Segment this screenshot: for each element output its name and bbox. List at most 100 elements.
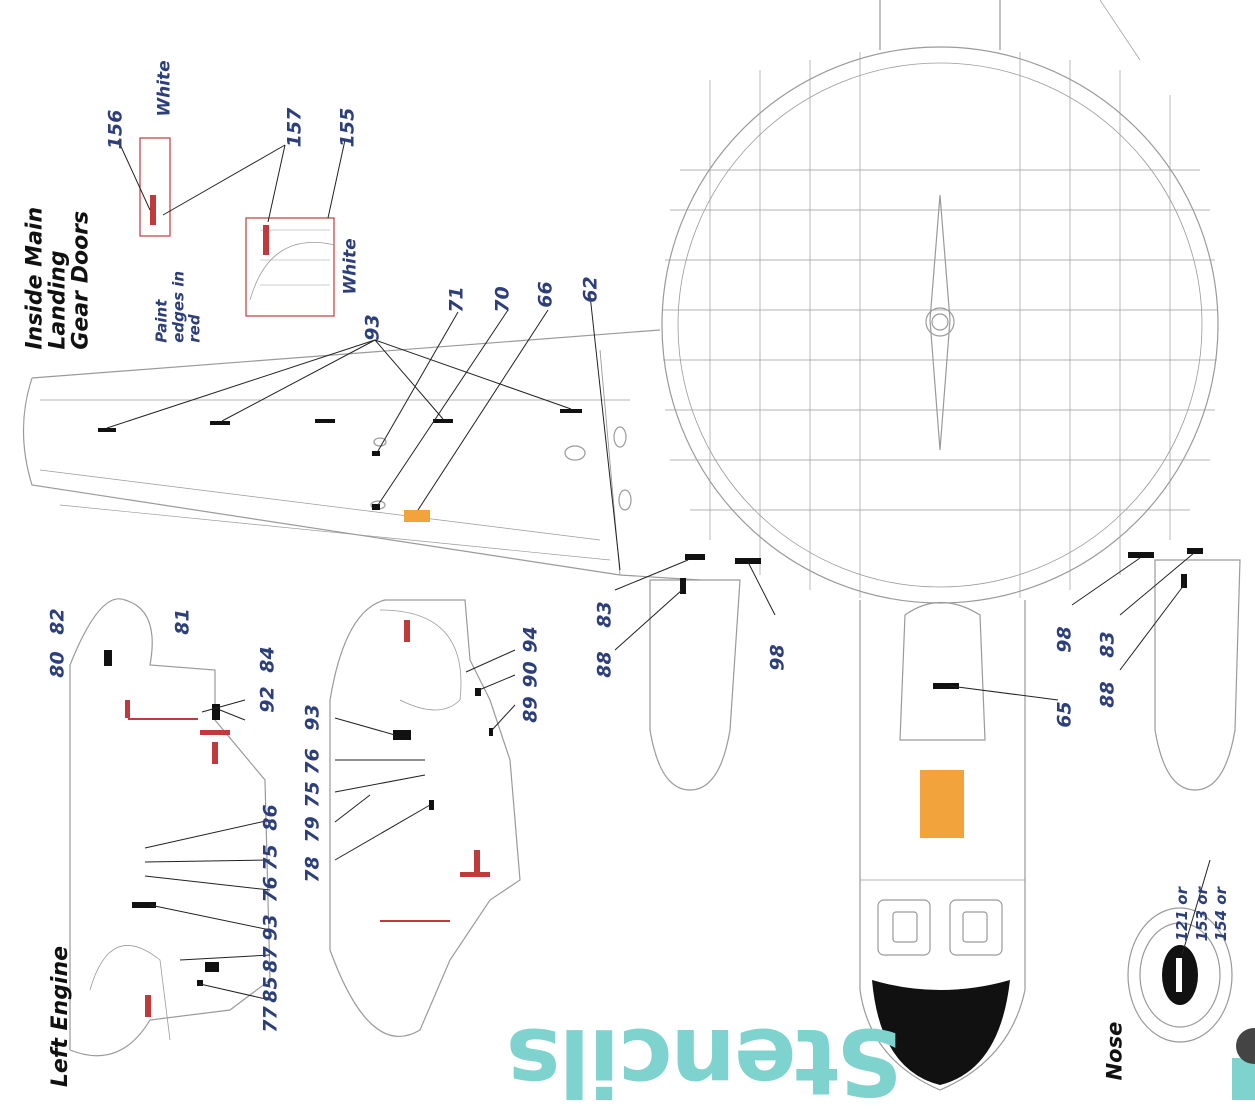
decal-93-d bbox=[433, 419, 453, 423]
red-arrow-156 bbox=[150, 195, 156, 225]
leader-lines bbox=[106, 139, 1211, 1001]
white-label-156: White bbox=[154, 60, 175, 117]
decal-78 bbox=[429, 800, 434, 810]
decal-orange-fuselage bbox=[920, 770, 964, 838]
decal-93-b bbox=[210, 421, 230, 425]
fuselage-outline bbox=[859, 600, 1026, 1091]
label-93-engine: 93 bbox=[259, 914, 282, 941]
decal-85 bbox=[205, 962, 219, 972]
decal-65 bbox=[933, 683, 959, 689]
label-62: 62 bbox=[579, 276, 602, 303]
nose-radome bbox=[872, 980, 1010, 1085]
nose-outline bbox=[1127, 907, 1233, 1043]
label-98-right: 98 bbox=[1053, 626, 1076, 653]
decal-88-right bbox=[1181, 574, 1187, 588]
label-90: 90 bbox=[519, 661, 542, 688]
label-94: 94 bbox=[519, 626, 542, 653]
decal-98-left bbox=[735, 558, 761, 564]
label-80: 80 bbox=[46, 651, 69, 678]
rotodome-hub bbox=[925, 307, 955, 337]
label-156: 156 bbox=[104, 109, 127, 150]
label-92: 92 bbox=[256, 686, 279, 713]
wing-outline bbox=[22, 329, 701, 581]
label-70: 70 bbox=[491, 286, 514, 313]
decal-83-left bbox=[685, 554, 705, 560]
nose-option-121: 121 or bbox=[1172, 887, 1191, 942]
decal-82 bbox=[104, 650, 112, 666]
white-label-155: White bbox=[340, 238, 361, 295]
label-93-lower: 93 bbox=[301, 704, 324, 731]
red-stencil-line-1 bbox=[128, 718, 198, 720]
title-inside-main-gear: Inside Main Landing Gear Doors bbox=[22, 190, 93, 350]
decal-93-c bbox=[315, 419, 335, 423]
title-line-1: Inside Main bbox=[22, 206, 48, 350]
label-75-lower: 75 bbox=[301, 781, 324, 808]
label-79: 79 bbox=[301, 816, 324, 843]
gear-door-155-outline bbox=[245, 217, 335, 317]
label-84: 84 bbox=[256, 646, 279, 673]
label-88-left: 88 bbox=[593, 651, 616, 678]
rotodome-outline bbox=[661, 46, 1219, 604]
red-stencil-line-lower bbox=[380, 920, 450, 922]
title-left-engine: Left Engine bbox=[48, 945, 74, 1088]
nose-options: 121 or 153 or 154 or bbox=[1173, 841, 1232, 941]
rotodome-inner bbox=[677, 62, 1203, 588]
red-arrow-lower-top bbox=[404, 620, 410, 642]
decal-71 bbox=[372, 451, 380, 456]
decal-89 bbox=[489, 728, 493, 736]
decal-93-lower bbox=[393, 730, 411, 740]
red-stencil-bar-lower bbox=[460, 872, 490, 877]
label-83-left: 83 bbox=[593, 601, 616, 628]
label-157: 157 bbox=[283, 107, 306, 148]
label-82: 82 bbox=[46, 608, 69, 635]
nose-option-153: 153 or bbox=[1192, 887, 1211, 942]
label-75-top: 75 bbox=[259, 844, 282, 871]
red-arrow-157 bbox=[263, 225, 269, 255]
red-arrow-engine bbox=[212, 742, 218, 764]
label-76-lower: 76 bbox=[301, 748, 324, 775]
decal-83-right bbox=[1187, 548, 1203, 554]
label-78: 78 bbox=[301, 856, 324, 883]
decal-92 bbox=[212, 704, 220, 720]
decal-93-a bbox=[98, 428, 116, 432]
decal-77 bbox=[197, 980, 203, 986]
label-93-wing: 93 bbox=[361, 314, 384, 341]
stencils-watermark: Stencils bbox=[508, 1008, 903, 1115]
label-76-top: 76 bbox=[259, 876, 282, 903]
label-88-right: 88 bbox=[1096, 681, 1119, 708]
left-engine-top-outline bbox=[69, 598, 271, 1057]
paint-edges-line-1: Paint bbox=[152, 299, 171, 343]
decal-66 bbox=[404, 510, 430, 522]
title-line-2: Landing bbox=[45, 250, 71, 350]
red-stencil-1 bbox=[125, 700, 130, 718]
decal-93-e bbox=[560, 409, 582, 413]
paint-edges-line-2: edges in bbox=[168, 270, 187, 343]
nose-option-154: 154 or bbox=[1211, 887, 1230, 942]
nacelle-right-outline bbox=[1154, 559, 1241, 791]
label-89: 89 bbox=[519, 696, 542, 723]
nacelle-left-outline bbox=[649, 579, 741, 791]
decal-70 bbox=[372, 504, 380, 510]
decal-93-engine bbox=[132, 902, 156, 908]
paint-edges-note: Paint edges in red bbox=[152, 270, 204, 343]
label-81: 81 bbox=[171, 608, 194, 635]
red-stencil-bar bbox=[200, 730, 230, 735]
red-arrow-top bbox=[145, 995, 151, 1017]
paint-edges-line-3: red bbox=[185, 314, 204, 343]
label-85: 85 bbox=[259, 976, 282, 1003]
decal-88-left bbox=[680, 578, 686, 594]
red-arrow-lower bbox=[474, 850, 480, 872]
title-nose: Nose bbox=[1102, 1021, 1127, 1081]
label-98-left: 98 bbox=[766, 644, 789, 671]
label-155: 155 bbox=[336, 107, 359, 148]
page-badge-circle bbox=[1236, 1028, 1255, 1064]
left-engine-bottom-outline bbox=[329, 599, 521, 1037]
label-87: 87 bbox=[259, 946, 282, 973]
decal-98-right bbox=[1128, 552, 1154, 558]
label-65: 65 bbox=[1053, 701, 1076, 728]
rotodome-spine bbox=[929, 194, 951, 451]
label-83-right: 83 bbox=[1096, 631, 1119, 658]
label-71: 71 bbox=[445, 286, 468, 313]
